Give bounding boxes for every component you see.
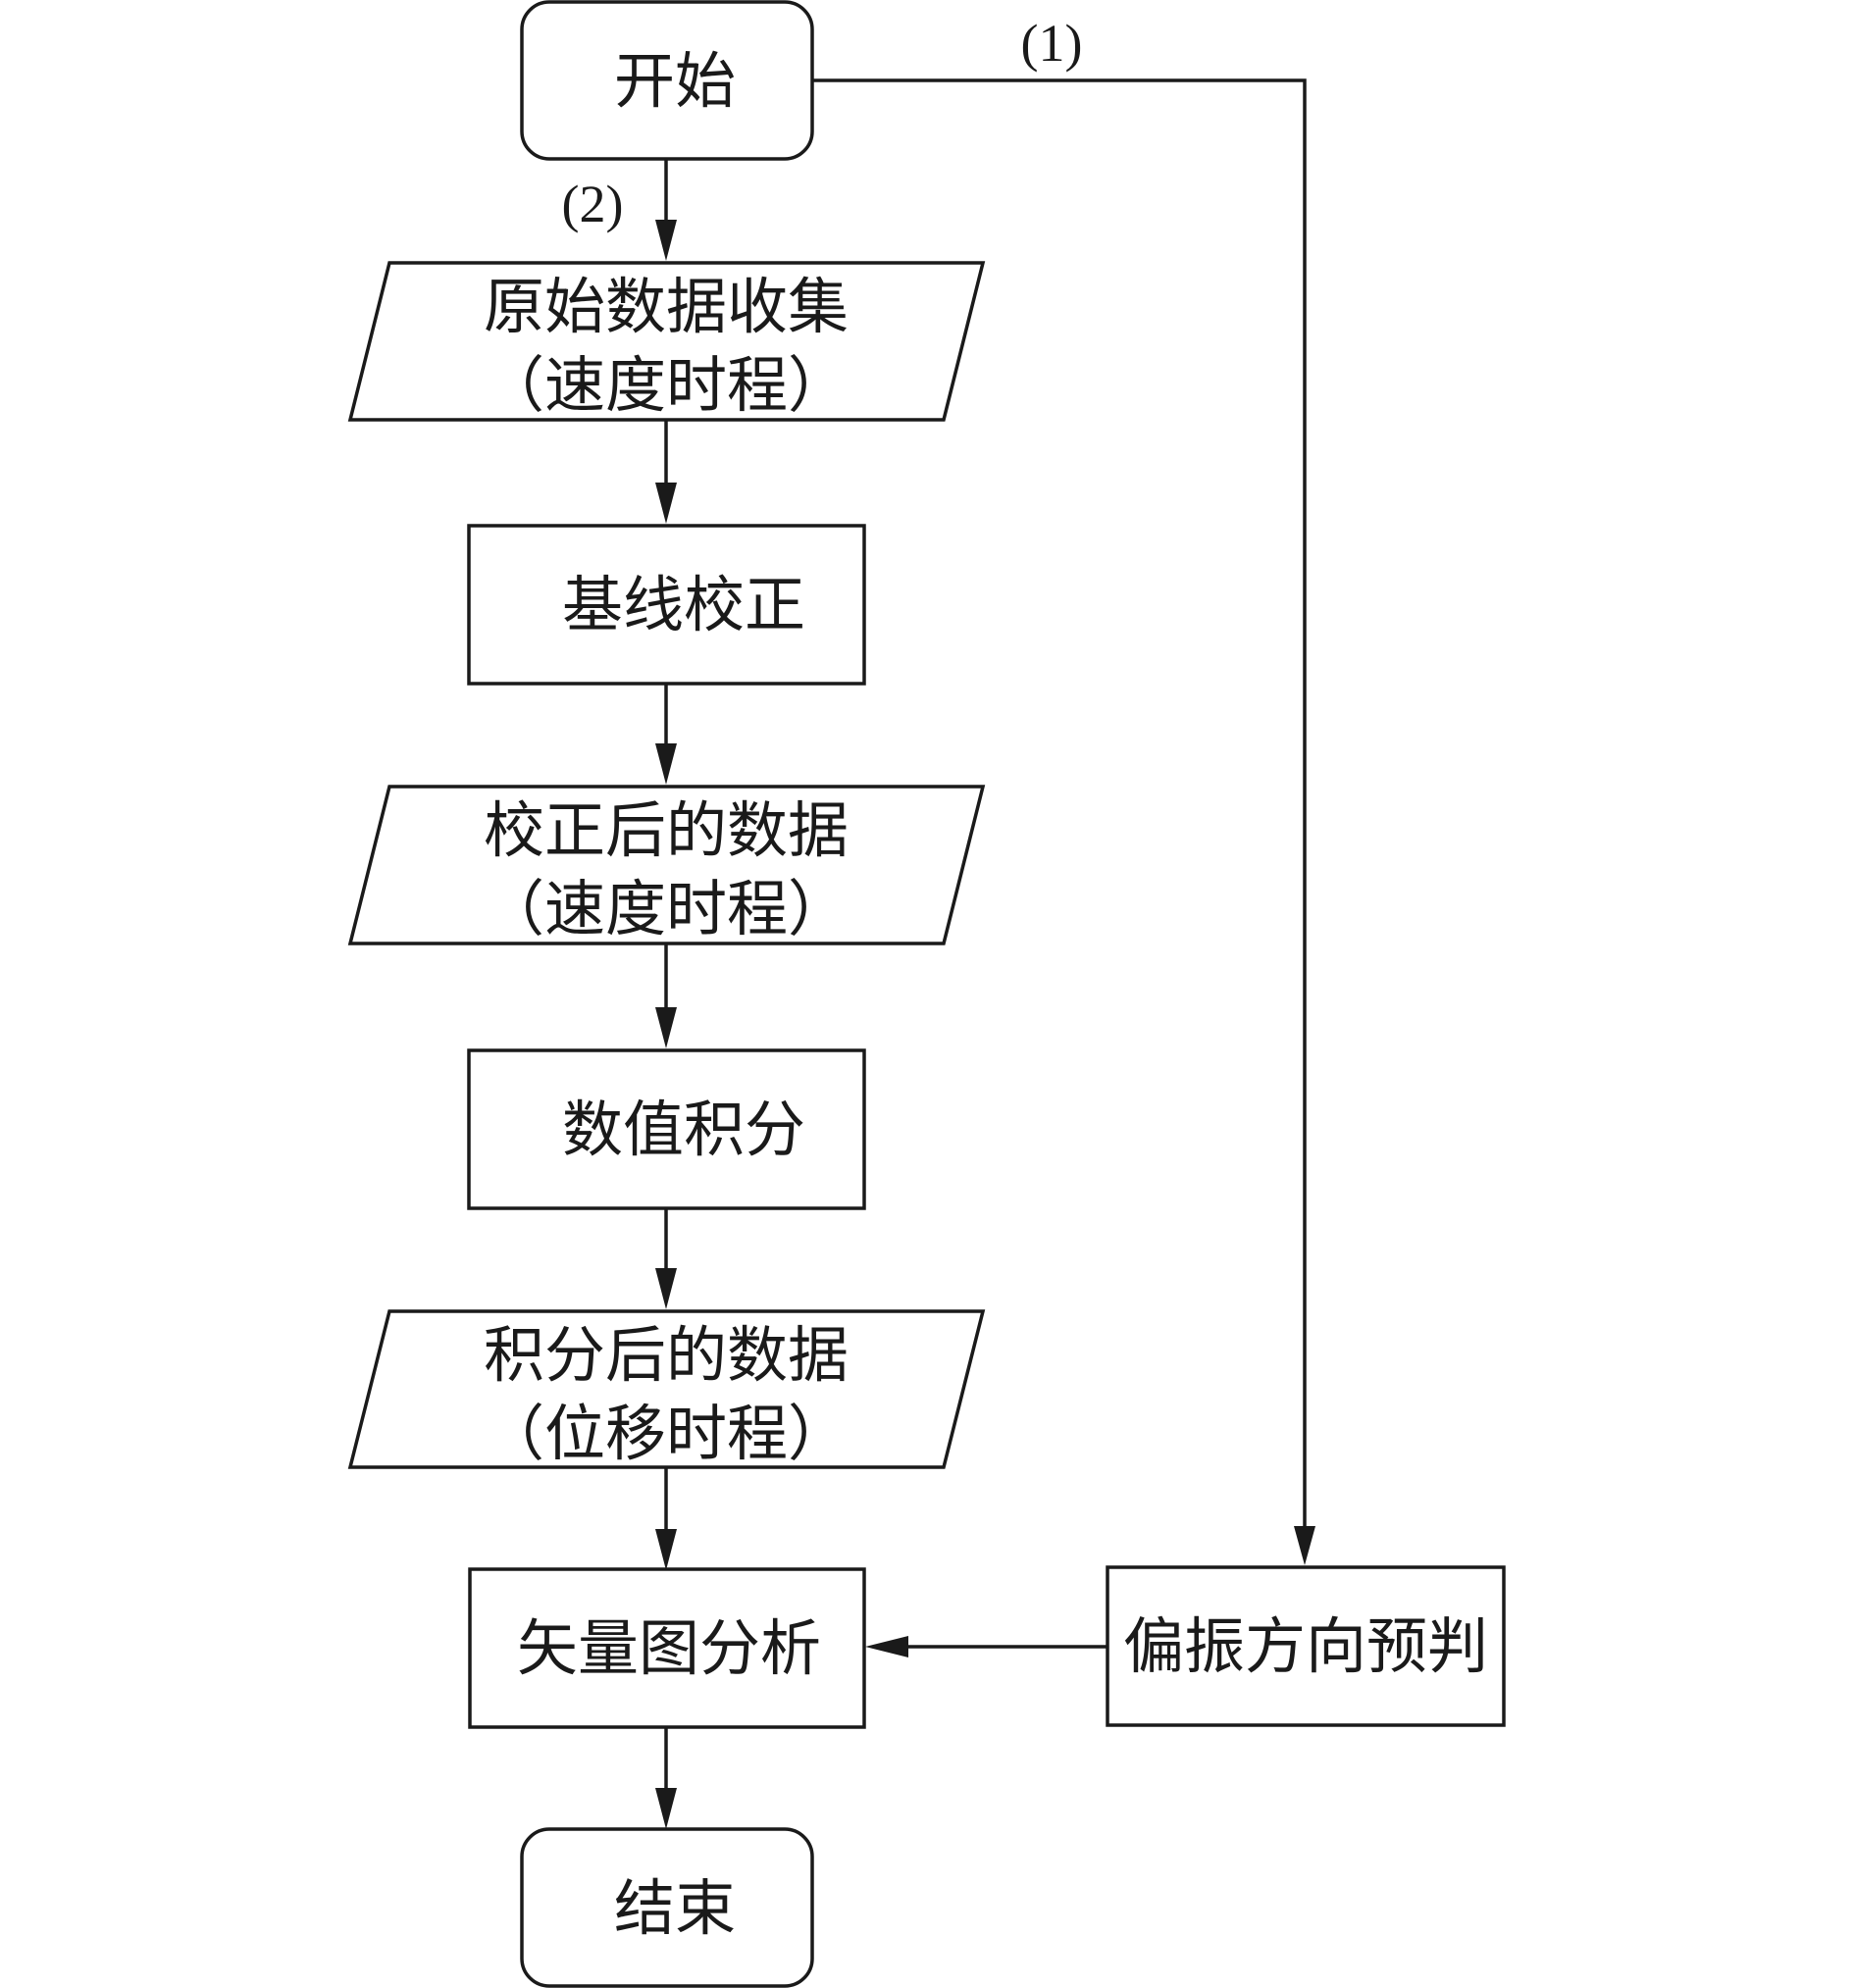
edge-label-2: (2) (562, 175, 624, 233)
end-terminal-shape (520, 1827, 814, 1988)
node-integrated-data: 积分后的数据 （位移时程） (347, 1309, 986, 1469)
connectors (655, 78, 1315, 1829)
start-label: 开始 (614, 45, 736, 117)
node-integration: 数值积分 (467, 1048, 866, 1210)
corrected-data-line2: （速度时程） (484, 873, 849, 944)
raw-data-parallelogram (347, 261, 986, 422)
arrowhead-into-corrected-data (655, 743, 677, 785)
raw-data-line2: （速度时程） (484, 349, 849, 421)
raw-data-line1: 原始数据收集 (484, 271, 849, 342)
baseline-correction-label: 基线校正 (562, 569, 805, 640)
corrected-data-parallelogram (347, 785, 986, 945)
integrated-data-parallelogram (347, 1309, 986, 1469)
arrowhead-into-integrated-data (655, 1268, 677, 1309)
node-start: 开始 (520, 0, 814, 161)
node-end: 结束 (520, 1827, 814, 1988)
arrowhead-into-vector-analysis-side (865, 1636, 908, 1657)
vector-analysis-label: 矢量图分析 (517, 1612, 821, 1684)
node-vector-analysis: 矢量图分析 (468, 1567, 866, 1729)
polarization-prediction-label: 偏振方向预判 (1123, 1610, 1488, 1682)
integration-box (467, 1048, 866, 1210)
arrowhead-into-raw-data (655, 220, 677, 261)
edge-label-1: (1) (1021, 14, 1083, 73)
arrowhead-into-polarization (1294, 1526, 1315, 1565)
node-polarization-prediction: 偏振方向预判 (1106, 1565, 1506, 1727)
vector-analysis-box (468, 1567, 866, 1729)
corrected-data-line1: 校正后的数据 (484, 794, 849, 866)
integrated-data-line2: （位移时程） (484, 1398, 849, 1469)
baseline-correction-box (467, 524, 866, 686)
arrowhead-into-end (655, 1788, 677, 1829)
edge-start-to-polarization (812, 78, 1307, 1532)
node-baseline-correction: 基线校正 (467, 524, 866, 686)
start-terminal-shape (520, 0, 814, 161)
polarization-prediction-box (1106, 1565, 1506, 1727)
end-label: 结束 (614, 1872, 736, 1944)
integrated-data-line1: 积分后的数据 (484, 1319, 849, 1391)
arrowhead-into-integration (655, 1007, 677, 1048)
arrowhead-into-vector-analysis-top (655, 1529, 677, 1570)
node-corrected-data: 校正后的数据 （速度时程） (347, 785, 986, 945)
node-raw-data: 原始数据收集 （速度时程） (347, 261, 986, 422)
arrowhead-into-baseline (655, 483, 677, 524)
integration-label: 数值积分 (562, 1094, 805, 1165)
